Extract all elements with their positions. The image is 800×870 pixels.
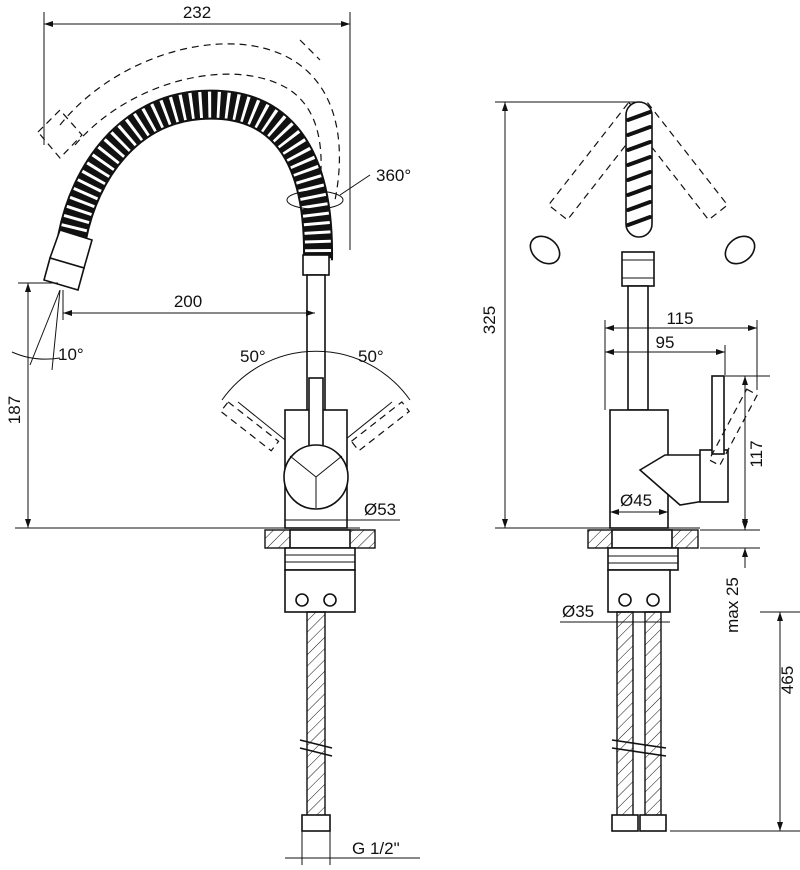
dimension-lever-height: 117 [725, 375, 770, 528]
dimension-hose-length: 465 [670, 611, 800, 832]
dimension-max-thickness: max 25 [700, 510, 760, 633]
lever-right-angle-label: 50° [358, 347, 384, 366]
side-reach-inner-label: 95 [656, 333, 675, 352]
front-view: 232 360° [5, 3, 420, 865]
dimension-thread: G 1/2" [285, 831, 420, 865]
spout-hose [57, 89, 334, 261]
side-mounting-plate [587, 529, 699, 613]
spout-angle-label: 10° [58, 345, 84, 364]
front-mounting-plate [264, 529, 376, 613]
top-width-label: 232 [183, 3, 211, 22]
body-diameter-label: Ø45 [620, 491, 652, 510]
side-body [609, 375, 759, 529]
left-height-label: 187 [5, 396, 24, 424]
swivel-label: 360° [376, 166, 411, 185]
side-view: 325 115 [480, 101, 800, 832]
lever-left-angle-label: 50° [240, 347, 266, 366]
dimension-spout-reach: 200 [62, 290, 315, 320]
hose-length-label: 465 [778, 666, 797, 694]
side-reach-outer-label: 115 [666, 309, 693, 328]
base-diameter-label: Ø53 [364, 500, 396, 519]
faucet-body [283, 377, 349, 529]
spout-alternate-position [37, 39, 340, 201]
spout-nozzle [43, 229, 93, 291]
swivel-indicator: 360° [286, 166, 411, 210]
dimension-body-diameter: Ø45 [610, 491, 668, 515]
dimension-left-height: 187 [5, 282, 58, 528]
dimension-total-height: 325 [480, 101, 640, 528]
dimension-base-diameter: Ø53 [285, 500, 400, 521]
lever-height-label: 117 [747, 440, 766, 467]
nut-diameter-label: Ø35 [562, 602, 594, 621]
side-supply-hoses [611, 611, 667, 832]
dimension-side-reach: 115 95 [604, 309, 758, 410]
max-thickness-label: max 25 [723, 577, 742, 633]
total-height-label: 325 [480, 306, 499, 334]
dimension-top-width: 232 [43, 3, 351, 250]
dimension-spout-angle: 10° [11, 289, 84, 371]
spout-reach-label: 200 [174, 292, 202, 311]
thread-label: G 1/2" [352, 839, 400, 858]
side-hose [621, 101, 655, 411]
front-supply-hoses [299, 611, 333, 832]
